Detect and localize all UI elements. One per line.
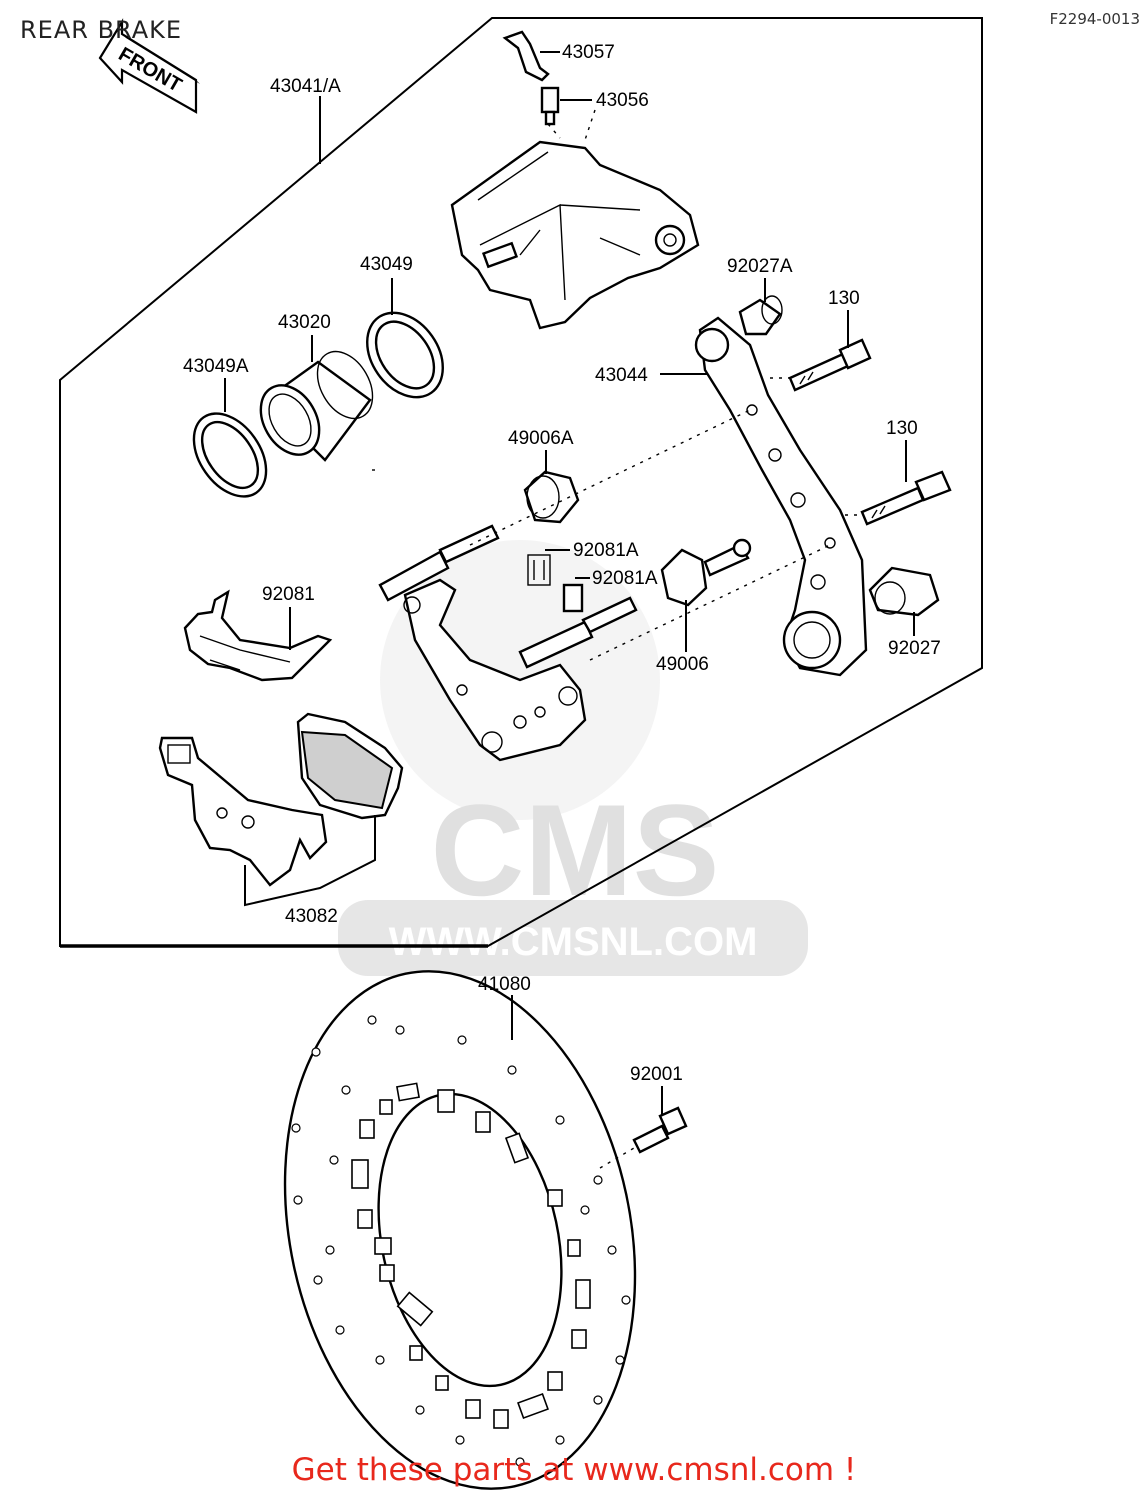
callout-130-upper: 130 [828, 288, 860, 309]
callout-labels: 43041/A 43057 43056 43049 92027A 130 430… [183, 42, 941, 1085]
callout-92081a-upper: 92081A [573, 540, 639, 561]
watermark-brand: CMS [431, 777, 720, 923]
callout-92081: 92081 [262, 584, 315, 605]
brake-pads [158, 712, 404, 887]
callout-41080: 41080 [478, 974, 531, 995]
callout-leaders [224, 51, 915, 1116]
callout-43082: 43082 [285, 906, 338, 927]
collar-92027 [868, 566, 940, 617]
collar-92027a [738, 295, 783, 336]
figure-number: F2294-0013 [1049, 10, 1140, 28]
callout-43057: 43057 [562, 42, 615, 63]
callout-43020: 43020 [278, 312, 331, 333]
watermark-url: WWW.CMSNL.COM [389, 920, 758, 964]
bleeder-cap [502, 30, 550, 82]
callout-92027a: 92027A [727, 256, 793, 277]
callout-43056: 43056 [596, 90, 649, 111]
brake-disc [283, 970, 637, 1490]
pad-clip-92081a-lower [562, 583, 584, 613]
callout-92081a-lower: 92081A [592, 568, 658, 589]
callout-49006a: 49006A [508, 428, 574, 449]
callout-43044: 43044 [595, 365, 648, 386]
bolt-130-lower [860, 470, 952, 526]
caliper-piston [259, 350, 374, 462]
callout-43049: 43049 [360, 254, 413, 275]
assembly-guide-lines [372, 109, 862, 1169]
callout-92027: 92027 [888, 638, 941, 659]
bleeder-valve [540, 86, 560, 126]
caliper-bracket [378, 524, 638, 762]
front-direction-arrow-icon: FRONT [98, 18, 200, 114]
callout-130-lower: 130 [886, 418, 918, 439]
pad-clip-92081a-upper [527, 554, 551, 586]
callout-43041a: 43041/A [270, 76, 341, 97]
piston-seal [366, 311, 444, 399]
diagram-title: REAR BRAKE [20, 16, 183, 44]
dust-seal [192, 412, 268, 498]
callout-49006: 49006 [656, 654, 709, 675]
disc-mounting-bolt [632, 1106, 688, 1154]
callout-92001: 92001 [630, 1064, 683, 1085]
promo-link-text[interactable]: Get these parts at www.cmsnl.com ! [291, 1452, 857, 1488]
caliper-body [450, 140, 700, 330]
torque-link [694, 316, 868, 677]
bolt-130-upper [788, 338, 872, 392]
pad-spring [183, 589, 333, 682]
pin-boot-49006 [660, 538, 752, 607]
callout-43049a: 43049A [183, 356, 249, 377]
